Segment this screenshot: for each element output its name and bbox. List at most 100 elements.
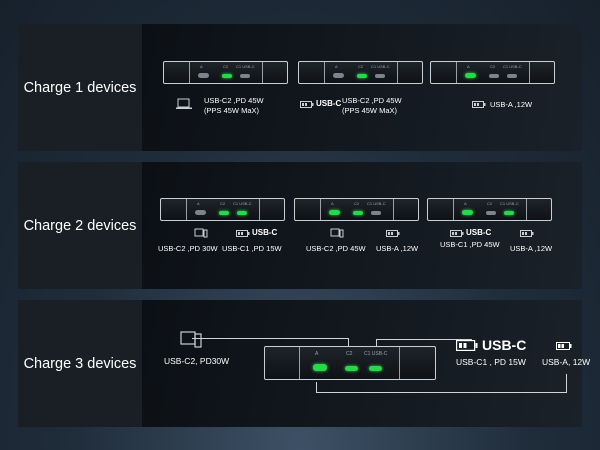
- battery-icon: [300, 101, 314, 108]
- cable-line: [376, 339, 472, 340]
- scenario-label: USB-A ,12W: [490, 100, 533, 109]
- port-label-c2: C2: [490, 64, 496, 69]
- charger-strip: A C2 C1 USB-C: [427, 198, 552, 221]
- usb-a-port: [465, 73, 476, 78]
- port-label-c1: C1 USB-C: [503, 64, 522, 69]
- charger-strip: A C2 C1 USB-C: [264, 346, 436, 380]
- cable-line: [566, 374, 567, 393]
- charger-strip: A C2 C1 USB-C: [294, 198, 419, 221]
- usb-c2-port: [357, 74, 367, 78]
- port-output-label: USB-C2 ,PD 45W: [306, 244, 366, 253]
- usb-c2-port: [345, 366, 358, 371]
- port-output-label: USB-C1 , PD 15W: [456, 357, 526, 367]
- usb-a-port: [198, 73, 209, 78]
- cable-line: [192, 338, 348, 339]
- port-label-c1: C1 USB-C: [236, 64, 255, 69]
- port-label-a: A: [331, 201, 334, 206]
- cable-line: [316, 382, 317, 392]
- usb-c2-port: [219, 211, 229, 215]
- port-label-c1: C1 USB-C: [233, 201, 252, 206]
- usb-c2-port: [353, 211, 363, 215]
- row-body: A C2 C1 USB-C A C2 C1 USB-C A C2 C1 USB-…: [142, 162, 582, 289]
- row-charge-2: Charge 2 devices A C2 C1 USB-C A C2 C1 U…: [18, 162, 582, 289]
- usb-a-port: [329, 210, 340, 215]
- port-label-c2: C2: [354, 201, 360, 206]
- cable-line: [316, 392, 566, 393]
- port-label-a: A: [335, 64, 338, 69]
- row-body: A C2 C1 USB-C USB-C2, PD30W USB-C USB-C1…: [142, 300, 590, 427]
- port-label-a: A: [200, 64, 203, 69]
- usb-c1-port: [237, 211, 247, 215]
- battery-icon: [472, 101, 486, 108]
- port-label-c1: C1 USB-C: [371, 64, 390, 69]
- port-label-c2: C2: [220, 201, 226, 206]
- port-output-label: USB-C1 ,PD 15W: [222, 244, 282, 253]
- row-charge-3: Charge 3 devices A C2 C1 USB-C USB-C2, P…: [18, 300, 590, 427]
- usb-c2-port: [489, 74, 499, 78]
- row-label: Charge 2 devices: [18, 162, 142, 289]
- port-output-label: USB-C1 ,PD 45W: [440, 240, 500, 249]
- charger-strip: A C2 C1 USB-C: [298, 61, 423, 84]
- battery-icon: [520, 230, 534, 237]
- port-label-c2: C2: [346, 351, 353, 357]
- scenario-label: USB-C2 ,PD 45W (PPS 45W MaX): [204, 96, 264, 116]
- battery-icon: [236, 230, 250, 237]
- row-title: Charge 1 devices: [23, 79, 137, 96]
- usb-c1-port: [375, 74, 385, 78]
- row-label: Charge 3 devices: [18, 300, 142, 427]
- label-line: USB-C2 ,PD 45W: [342, 96, 402, 105]
- port-label-a: A: [464, 201, 467, 206]
- port-label-a: A: [197, 201, 200, 206]
- battery-icon: [456, 340, 478, 352]
- usb-c1-port: [369, 366, 382, 371]
- usb-c-badge: USB-C: [252, 228, 278, 237]
- port-label-c2: C2: [358, 64, 364, 69]
- usb-c1-port: [371, 211, 381, 215]
- port-label-c1: C1 USB-C: [367, 201, 386, 206]
- port-output-label: USB-A ,12W: [376, 244, 419, 253]
- port-label-c2: C2: [223, 64, 229, 69]
- usb-c-badge: USB-C: [466, 228, 492, 237]
- laptop-phone-icon: [194, 228, 208, 238]
- charger-strip: A C2 C1 USB-C: [430, 61, 555, 84]
- battery-icon: [450, 230, 464, 237]
- usb-c-badge: USB-C: [316, 99, 342, 108]
- scenario-label: USB-C2 ,PD 45W (PPS 45W MaX): [342, 96, 402, 116]
- usb-a-port: [462, 210, 473, 215]
- label-line: (PPS 45W MaX): [342, 106, 398, 116]
- port-output-label: USB-A ,12W: [510, 244, 553, 253]
- charger-strip: A C2 C1 USB-C: [160, 198, 285, 221]
- battery-icon: [556, 342, 572, 350]
- usb-c2-port: [222, 74, 232, 78]
- port-output-label: USB-A, 12W: [542, 357, 591, 367]
- port-label-c1: C1 USB-C: [364, 351, 388, 357]
- usb-a-port: [313, 364, 327, 371]
- laptop-icon: [176, 98, 192, 109]
- usb-c2-port: [486, 211, 496, 215]
- cable-line: [376, 339, 377, 348]
- usb-c1-port: [504, 211, 514, 215]
- row-body: A C2 C1 USB-C A C2 C1 USB-C A C2 C1 USB-…: [142, 24, 582, 151]
- usb-a-port: [333, 73, 344, 78]
- row-label: Charge 1 devices: [18, 24, 142, 151]
- port-label-c2: C2: [487, 201, 493, 206]
- port-output-label: USB-C2 ,PD 30W: [158, 244, 218, 253]
- row-charge-1: Charge 1 devices A C2 C1 USB-C A C2 C1 U…: [18, 24, 582, 151]
- charger-strip: A C2 C1 USB-C: [163, 61, 288, 84]
- port-label-a: A: [315, 351, 319, 357]
- port-label-c1: C1 USB-C: [500, 201, 519, 206]
- usb-a-port: [195, 210, 206, 215]
- row-title: Charge 2 devices: [23, 217, 137, 234]
- laptop-phone-icon: [330, 228, 344, 238]
- label-line: USB-C2 ,PD 45W: [204, 96, 264, 105]
- laptop-phone-icon: [180, 331, 202, 348]
- usb-c1-port: [507, 74, 517, 78]
- port-output-label: USB-C2, PD30W: [164, 356, 230, 366]
- label-line: (PPS 45W MaX): [204, 106, 260, 116]
- usb-c-badge: USB-C: [482, 337, 527, 353]
- battery-icon: [386, 230, 400, 237]
- cable-line: [348, 338, 349, 348]
- port-label-a: A: [467, 64, 470, 69]
- row-title: Charge 3 devices: [23, 355, 137, 372]
- usb-c1-port: [240, 74, 250, 78]
